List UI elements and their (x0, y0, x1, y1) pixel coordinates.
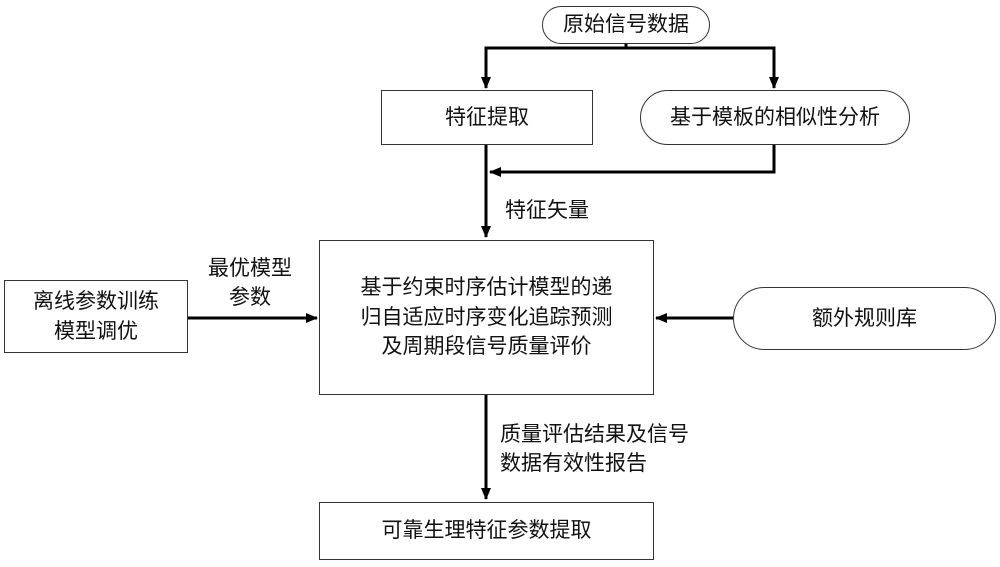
quality-report-label: 质量评估结果及信号 数据有效性报告 (500, 420, 730, 479)
output-node: 可靠生理特征参数提取 (319, 502, 654, 560)
source-signal-node: 原始信号数据 (542, 6, 710, 44)
quality-report-line-1: 质量评估结果及信号 (500, 422, 689, 446)
core-line-1: 基于约束时序估计模型的递 (360, 275, 613, 300)
template-analysis-node: 基于模板的相似性分析 (640, 90, 910, 145)
best-params-line-1: 最优模型 (208, 256, 292, 280)
extra-rules-node: 额外规则库 (733, 287, 996, 350)
arrow-template-analysis-to-merge (489, 145, 776, 177)
core-estimation-node: 基于约束时序估计模型的递 归自适应时序变化追踪预测 及周期段信号质量评价 (319, 240, 654, 395)
offline-training-line-1: 离线参数训练 (33, 289, 159, 314)
template-analysis-label: 基于模板的相似性分析 (670, 104, 880, 129)
output-label: 可靠生理特征参数提取 (381, 518, 592, 543)
offline-training-node: 离线参数训练 模型调优 (4, 280, 188, 353)
feature-vector-label: 特征矢量 (505, 198, 589, 222)
core-line-3: 及周期段信号质量评价 (381, 334, 592, 359)
offline-training-line-2: 模型调优 (54, 318, 138, 343)
arrow-source-to-template-analysis (626, 46, 779, 89)
source-signal-label: 原始信号数据 (563, 12, 689, 37)
best-params-line-2: 参数 (229, 285, 271, 310)
extra-rules-label: 额外规则库 (812, 305, 917, 330)
quality-report-line-2: 数据有效性报告 (500, 451, 647, 476)
core-line-2: 归自适应时序变化追踪预测 (360, 304, 613, 329)
best-params-label: 最优模型 参数 (190, 254, 310, 313)
feature-extract-node: 特征提取 (381, 90, 593, 145)
arrow-source-to-feature-extract (481, 46, 626, 89)
feature-extract-label: 特征提取 (445, 104, 529, 129)
